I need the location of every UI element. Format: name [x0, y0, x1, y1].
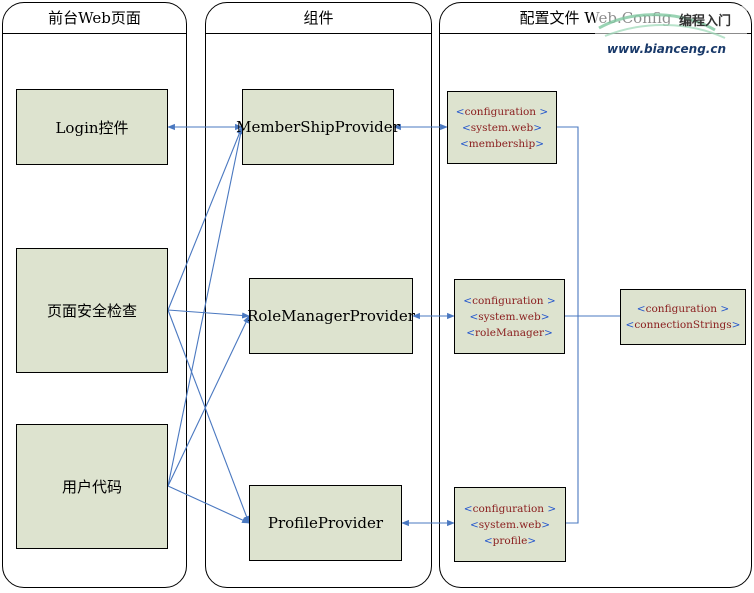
lane-components-title: 组件 — [206, 3, 431, 34]
profile-config-box: <configuration > <system.web> <profile> — [454, 487, 566, 562]
login-control-box: Login控件 — [16, 89, 168, 165]
connector-security-membership — [167, 126, 243, 311]
watermark-url: www.bianceng.cn — [607, 42, 726, 56]
config-line: <system.web> — [469, 518, 551, 531]
connector-security-profile — [167, 309, 250, 524]
connector-usercode-role — [167, 315, 250, 487]
config-line: <membership> — [459, 137, 544, 150]
lane-frontend-title: 前台Web页面 — [3, 3, 186, 34]
watermark-brand: 编程入门 — [679, 14, 732, 29]
config-line: <profile> — [483, 534, 537, 547]
role-manager-provider-box: RoleManagerProvider — [247, 278, 415, 354]
page-security-check-box: 页面安全检查 — [16, 248, 168, 373]
config-line: <system.web> — [469, 310, 550, 323]
connection-strings-config-box: <configuration > <connectionStrings> — [620, 289, 746, 345]
config-line: <configuration > — [636, 303, 730, 315]
membership-config-box: <configuration > <system.web> <membershi… — [447, 91, 557, 164]
config-line: <configuration > — [463, 502, 557, 515]
membership-provider-box: MemberShipProvider — [236, 89, 400, 165]
connector-usercode-profile — [167, 485, 250, 524]
config-line: <configuration > — [463, 294, 556, 307]
config-line: <roleManager> — [466, 326, 553, 339]
swoosh-icon — [595, 6, 747, 64]
config-line: <system.web> — [461, 121, 543, 134]
watermark-logo: 编程入门 www.bianceng.cn — [595, 6, 747, 64]
connector-security-role — [167, 309, 250, 319]
config-line: <connectionStrings> — [625, 319, 741, 331]
role-manager-config-box: <configuration > <system.web> <roleManag… — [454, 279, 565, 354]
connector-bus — [557, 126, 579, 524]
user-code-box: 用户代码 — [16, 424, 168, 549]
profile-provider-box: ProfileProvider — [249, 485, 402, 561]
config-line: <configuration > — [455, 105, 549, 118]
connector-usercode-membership — [167, 126, 244, 487]
